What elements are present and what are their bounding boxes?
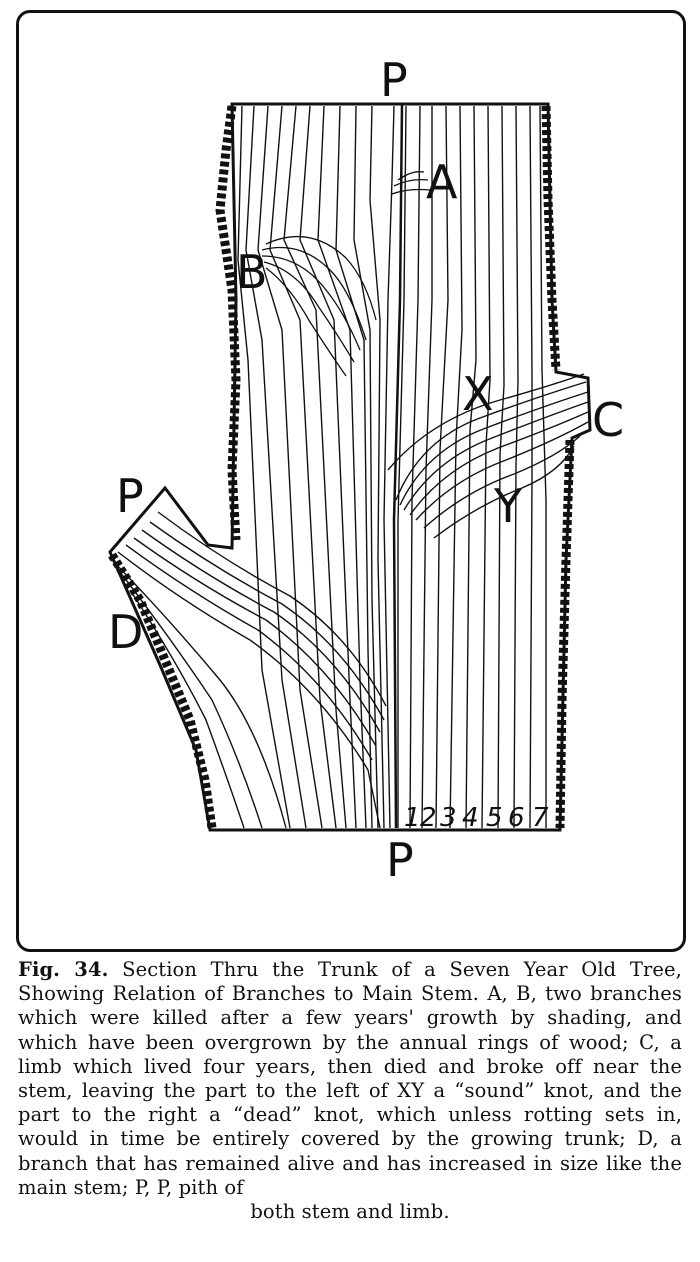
caption-fig-number: Fig. 34. [18,958,109,981]
label-y: Y [493,479,523,533]
ring-number: 7 [532,803,549,833]
ring-number: 3 [440,803,457,833]
ring-number: 4 [462,803,479,833]
ring-number: 1 [404,803,421,833]
ring-number: 2 [420,803,437,833]
label-p-bottom: P [386,833,414,887]
caption-body: A, B, two branches which were killed aft… [18,982,682,1199]
label-p-top: P [380,53,408,107]
label-a: A [426,155,458,209]
label-p-left: P [116,469,144,523]
label-d: D [108,605,143,659]
label-c: C [592,393,624,447]
label-x: X [462,367,494,421]
trunk-outline [110,104,590,830]
ring-number: 6 [508,803,525,833]
figure-caption: Fig. 34. Section Thru the Trunk of a Sev… [18,958,682,1224]
ring-number: 5 [486,803,503,833]
trunk-section-diagram: P A B X C Y P D P 1 2 3 4 5 6 7 [0,0,700,950]
caption-last-line: both stem and limb. [18,1200,682,1224]
label-b: B [236,245,268,299]
